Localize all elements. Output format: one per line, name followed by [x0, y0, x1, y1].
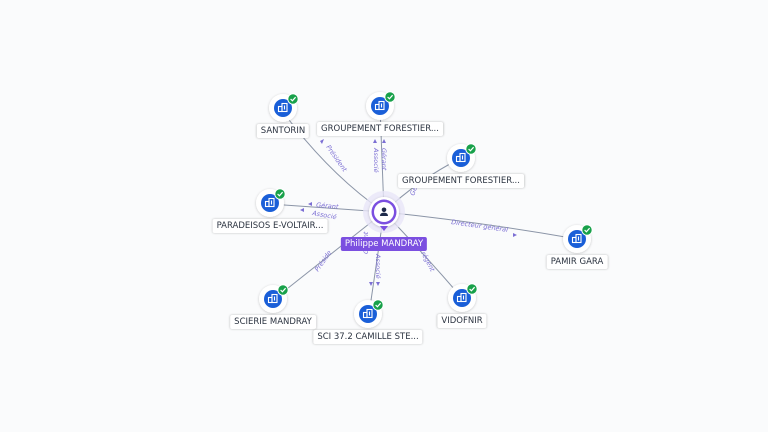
building-icon — [267, 293, 278, 304]
company-label-gf2[interactable]: GROUPEMENT FORESTIER... — [398, 174, 524, 188]
company-node-paradeisos[interactable] — [256, 188, 286, 217]
arrow-sci-a — [369, 282, 373, 286]
role-gf2: Gé — [408, 185, 419, 196]
company-label-scierie[interactable]: SCIERIE MANDRAY — [230, 315, 316, 329]
company-label-pamir[interactable]: PAMIR GARA — [546, 255, 608, 269]
role-vidofnir: régent — [419, 250, 436, 273]
company-node-santorin[interactable] — [269, 93, 299, 122]
edge-arrows — [300, 139, 517, 286]
company-node-gf2[interactable] — [447, 143, 477, 172]
building-icon — [362, 308, 373, 319]
company-node-gf1[interactable] — [366, 91, 396, 120]
check-circle-icon — [277, 284, 289, 296]
company-node-sci[interactable] — [354, 299, 384, 328]
arrow-gf1-a — [373, 139, 377, 143]
building-icon — [374, 100, 385, 111]
user-icon — [380, 207, 388, 216]
arrow-santorin — [320, 139, 324, 144]
company-label-santorin[interactable]: SANTORIN — [256, 124, 310, 138]
check-circle-icon — [465, 143, 477, 155]
role-gf1-b: Associé — [372, 147, 380, 173]
role-santorin: Président — [324, 144, 348, 174]
building-icon — [264, 197, 275, 208]
check-circle-icon — [372, 299, 384, 311]
building-icon — [455, 152, 466, 163]
edge-pamir[interactable] — [383, 211, 578, 240]
company-label-vidofnir[interactable]: VIDOFNIR — [437, 314, 487, 328]
company-label-sci[interactable]: SCI 37.2 CAMILLE STE... — [313, 330, 423, 344]
role-sci-b: Associé — [374, 253, 382, 279]
building-icon — [277, 102, 288, 113]
arrow-sci-b — [376, 282, 380, 286]
building-icon — [456, 292, 467, 303]
check-circle-icon — [274, 188, 286, 200]
check-circle-icon — [466, 283, 478, 295]
person-node[interactable] — [363, 191, 405, 233]
arrow-paradeisos-a — [308, 202, 312, 206]
building-icon — [571, 233, 582, 244]
role-paradeisos-a: Gérant — [316, 201, 339, 211]
arrow-paradeisos-b — [300, 208, 304, 212]
company-label-gf1[interactable]: GROUPEMENT FORESTIER... — [317, 122, 443, 136]
arrow-pamir — [513, 233, 517, 237]
company-label-paradeisos[interactable]: PARADEISOS E-VOLTAIR... — [212, 219, 328, 233]
check-circle-icon — [287, 93, 299, 105]
role-scierie: Préside — [313, 249, 333, 273]
company-node-scierie[interactable] — [259, 284, 289, 313]
check-circle-icon — [384, 91, 396, 103]
company-node-pamir[interactable] — [563, 224, 593, 253]
arrow-gf1-b — [382, 139, 386, 143]
role-pamir: Directeur général — [451, 218, 509, 234]
edge-labels: Président Gérant Associé Gé Gérant Assoc… — [311, 144, 509, 279]
role-gf1-a: Gérant — [380, 148, 388, 171]
check-circle-icon — [581, 224, 593, 236]
company-node-vidofnir[interactable] — [448, 283, 478, 312]
person-label[interactable]: Philippe MANDRAY — [340, 237, 428, 251]
